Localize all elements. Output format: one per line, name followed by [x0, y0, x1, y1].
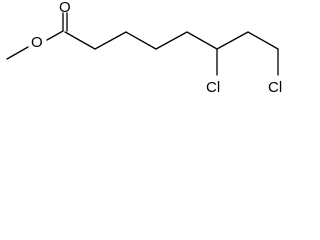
carbonyl-oxygen-label: O [59, 0, 71, 16]
bond-methyl-o [6, 46, 29, 60]
bond-o-carbonyl [46, 30, 64, 41]
bond-c2-c3 [94, 31, 127, 50]
bond-c1-c2 [64, 31, 96, 50]
bond-c6-c7 [216, 31, 249, 50]
structure-diagram: O O Cl Cl [6, 0, 282, 96]
bond-c4-c5 [155, 31, 188, 50]
bond-c3-c4 [125, 31, 157, 50]
bond-c5-c6 [186, 31, 218, 50]
bond-c7-c8 [247, 31, 279, 50]
chlorine-label-2: Cl [268, 79, 282, 96]
chlorine-label-1: Cl [206, 79, 220, 96]
ester-oxygen-label: O [31, 34, 43, 51]
